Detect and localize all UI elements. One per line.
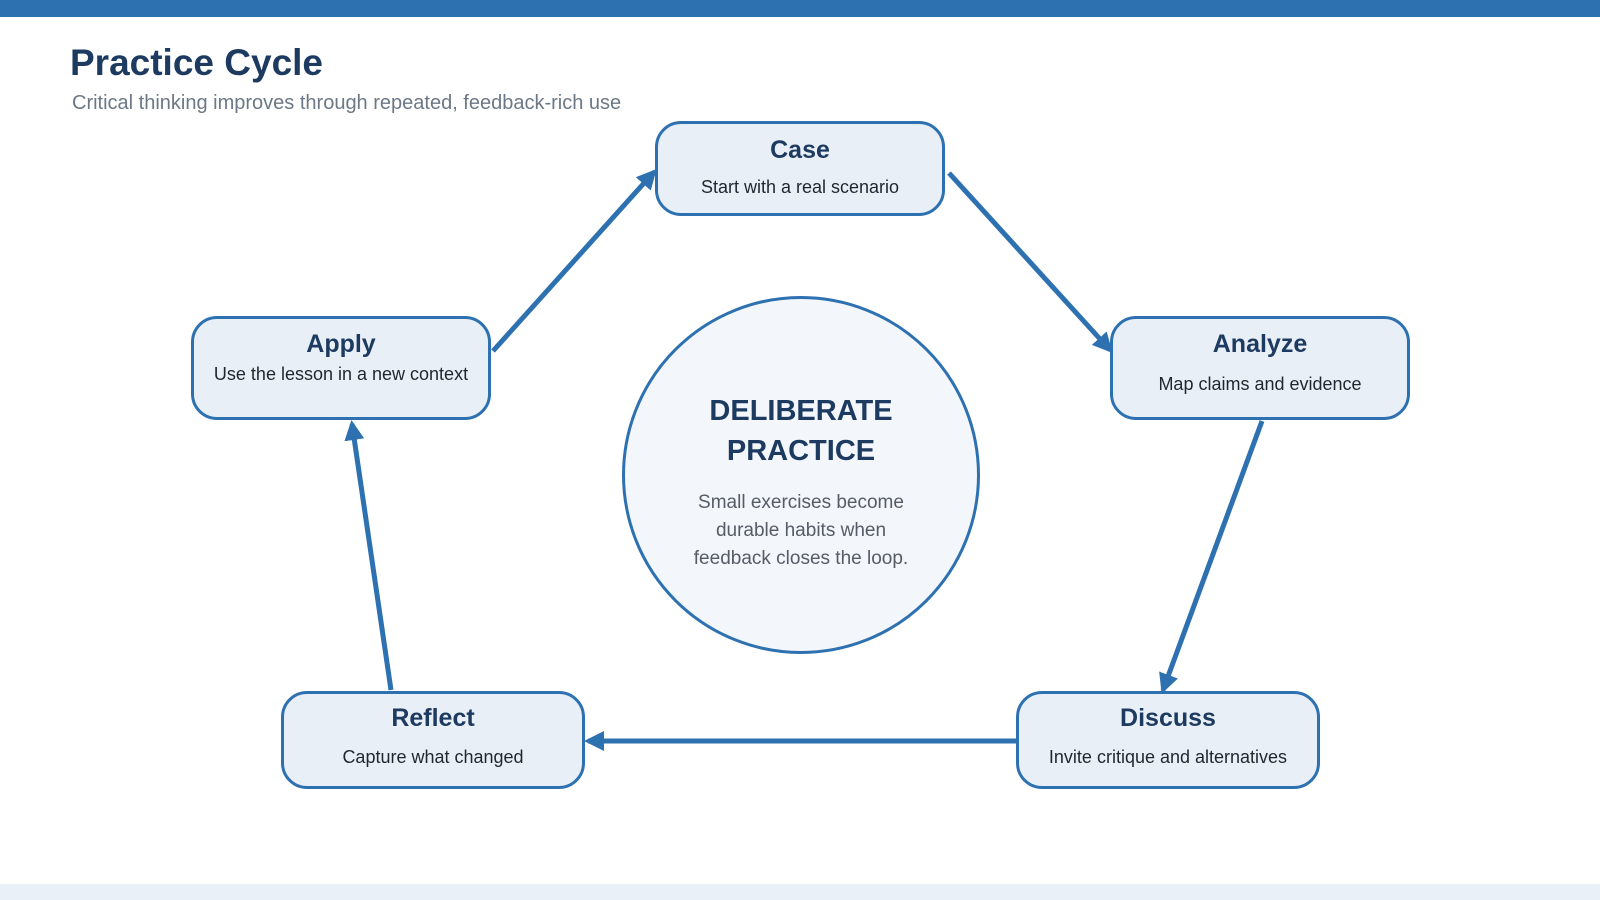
step-description: Capture what changed — [342, 747, 524, 767]
step-name: Case — [770, 136, 830, 164]
arrow-case-to-analyze — [947, 171, 1113, 353]
top-accent-bar — [0, 0, 1600, 17]
step-node-reflect: Reflect Capture what changed — [281, 691, 585, 789]
step-description: Start with a real scenario — [700, 177, 900, 197]
hub-title: DELIBERATE PRACTICE — [709, 395, 893, 467]
step-description: Use the lesson in a new context — [213, 364, 469, 384]
step-node-apply: Apply Use the lesson in a new context — [191, 316, 491, 420]
arrow-reflect-to-apply — [344, 420, 394, 691]
hub-text: Small exercises become durable habits wh… — [693, 492, 909, 569]
step-node-analyze: Analyze Map claims and evidence — [1110, 316, 1410, 420]
step-name: Apply — [306, 330, 376, 358]
arrow-analyze-to-discuss — [1159, 420, 1265, 694]
arrow-apply-to-case — [491, 169, 657, 353]
page-subtitle: Critical thinking improves through repea… — [72, 92, 622, 114]
step-name: Analyze — [1212, 330, 1308, 358]
center-hub: DELIBERATE PRACTICE Small exercises beco… — [622, 296, 980, 654]
step-node-discuss: Discuss Invite critique and alternatives — [1016, 691, 1320, 789]
page-title: Practice Cycle — [70, 42, 324, 83]
step-name: Discuss — [1120, 704, 1216, 732]
step-description: Map claims and evidence — [1158, 374, 1362, 394]
step-name: Reflect — [391, 704, 475, 732]
bottom-band — [0, 884, 1600, 900]
step-node-case: Case Start with a real scenario — [655, 121, 945, 216]
step-description: Invite critique and alternatives — [1048, 747, 1288, 767]
